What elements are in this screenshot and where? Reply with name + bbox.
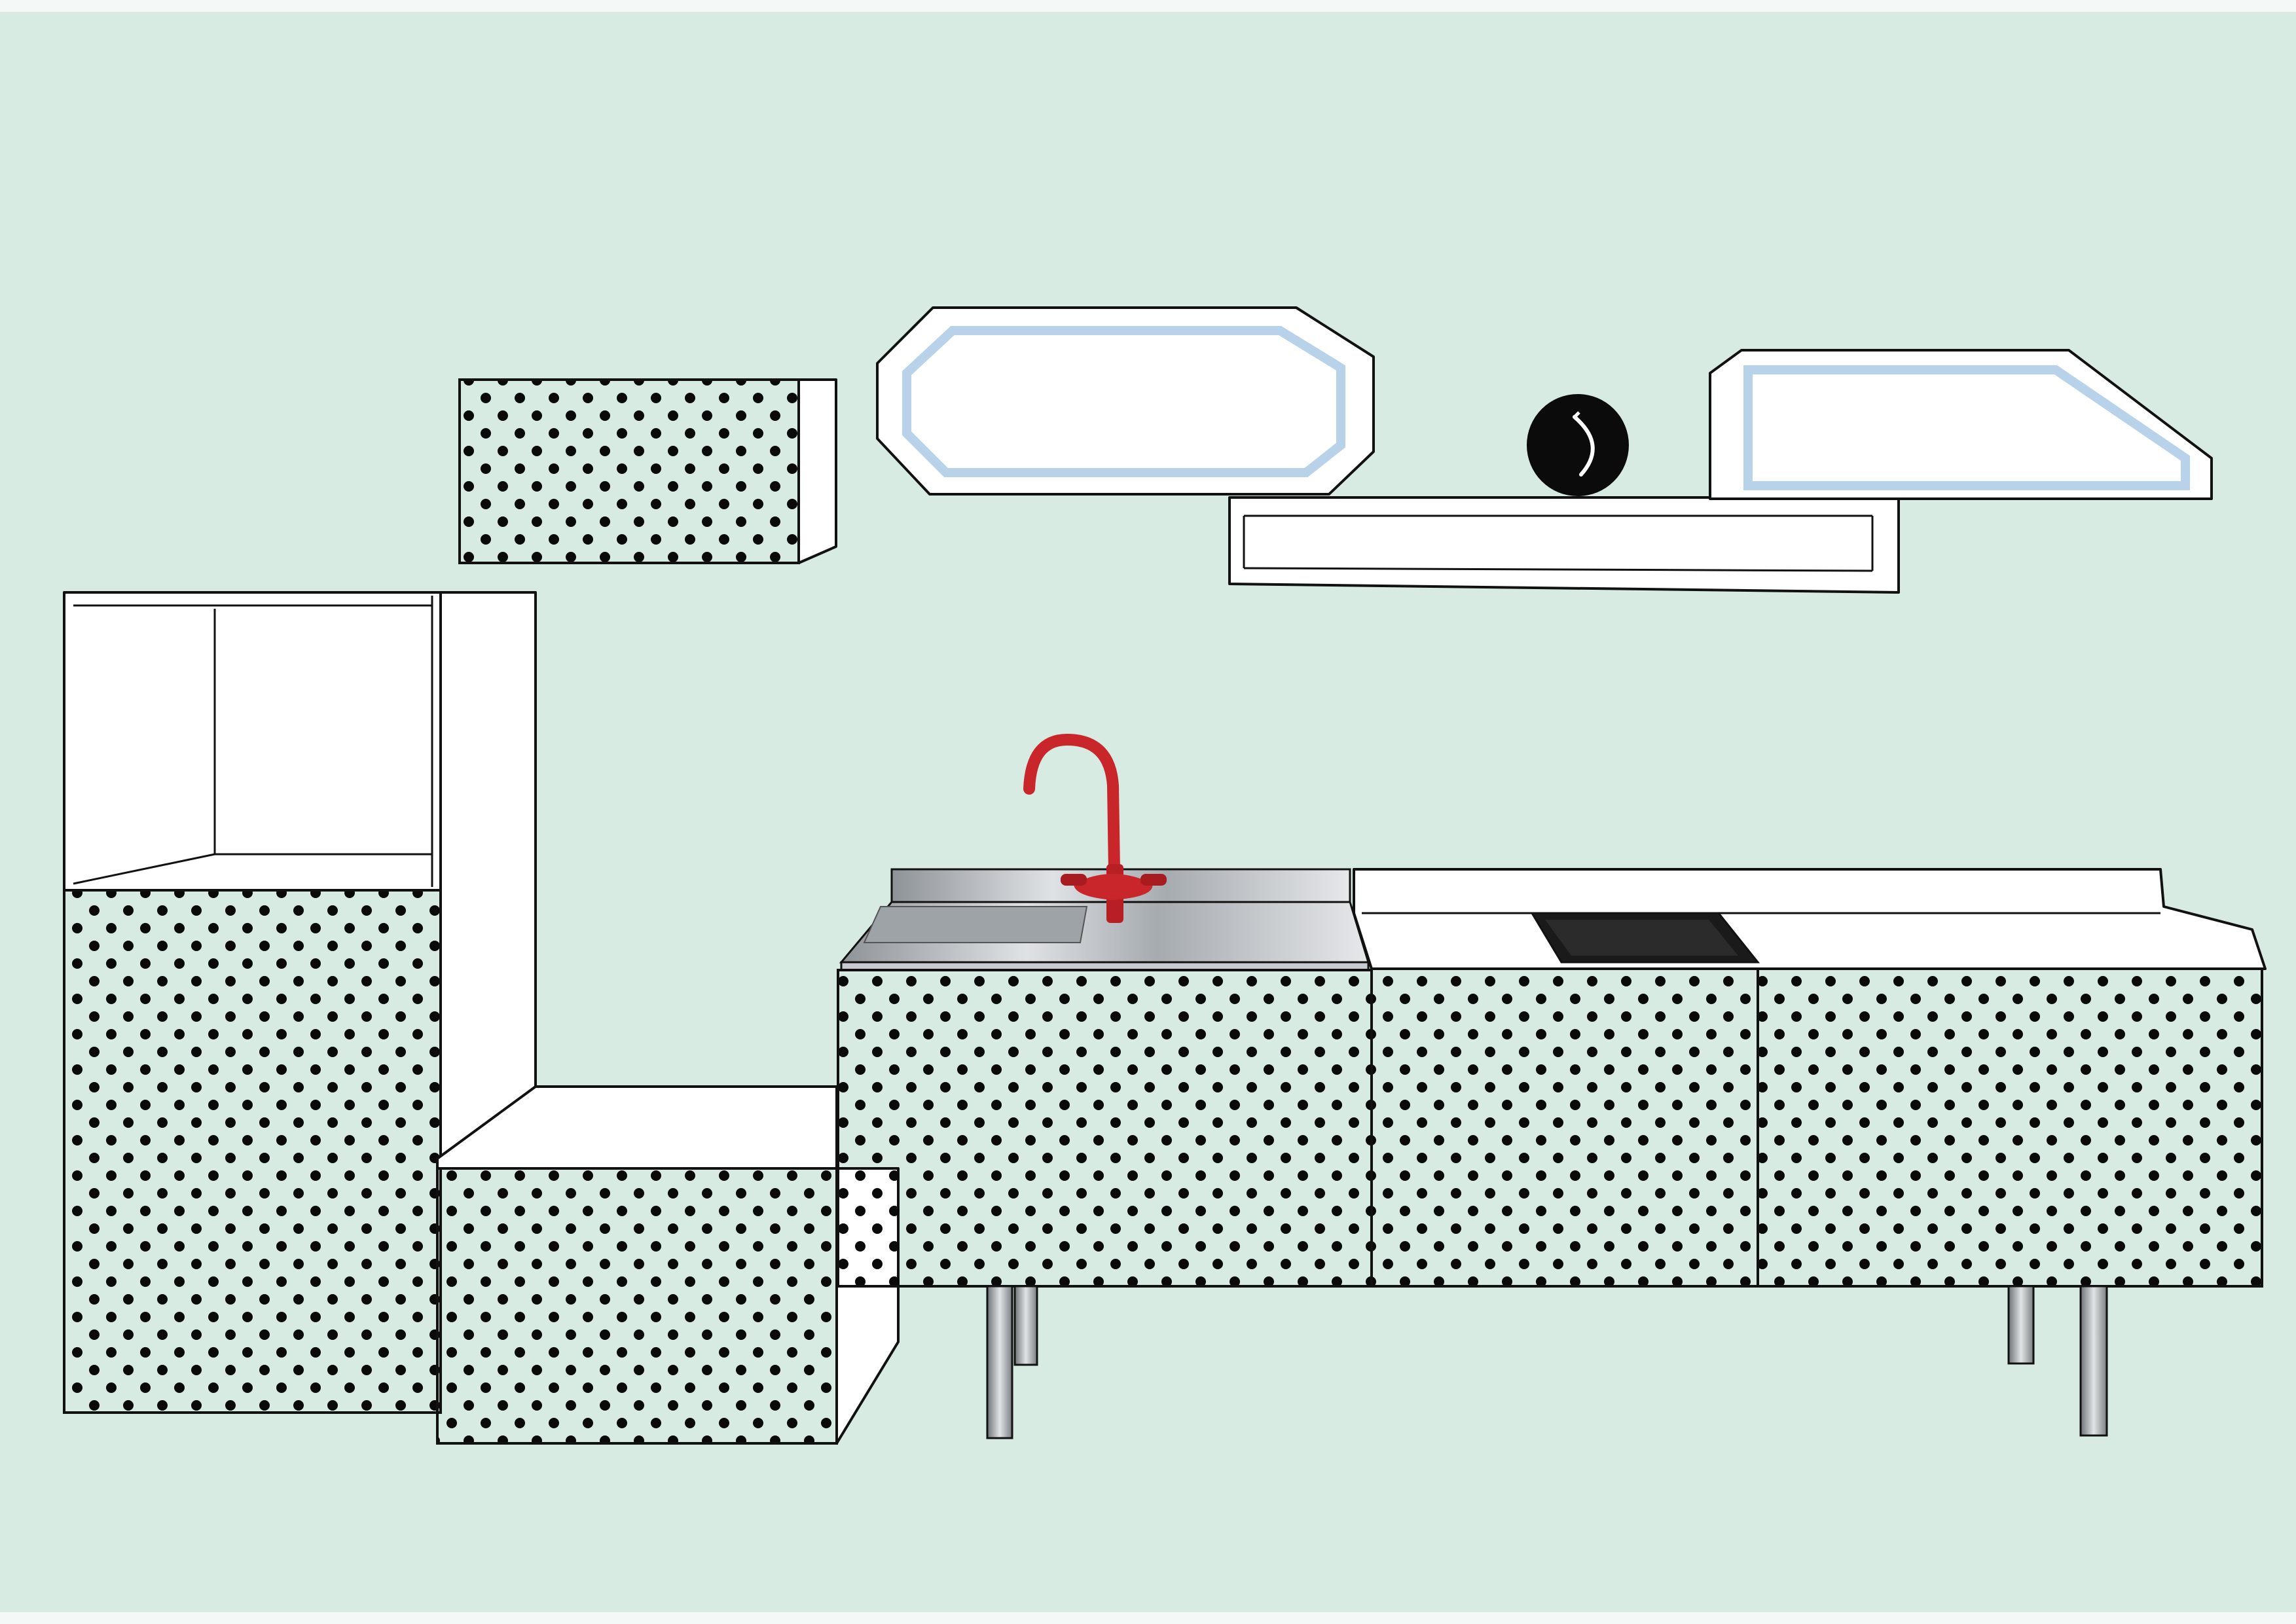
cooktop-counter [1353, 868, 2267, 970]
red-gooseneck-faucet-icon [1023, 733, 1167, 923]
leg-back-right [2007, 1285, 2035, 1365]
wall-shelf-octagon [876, 306, 1375, 496]
bench-front-dotted [436, 1167, 838, 1445]
sink-counter [839, 868, 1370, 971]
round-clock-icon [1527, 394, 1629, 496]
end-cabinet-dotted [1757, 967, 2263, 1288]
leg-front-left [986, 1285, 1013, 1439]
legs [986, 1285, 2108, 1439]
paper-edge-top [0, 0, 2296, 12]
wall-shelf-angled [1709, 349, 2213, 500]
leg-front-right [2079, 1285, 2108, 1437]
vertical-column [439, 591, 537, 1160]
cooktop-cabinet-dotted [1370, 967, 1759, 1288]
tall-unit-dotted-base [63, 889, 442, 1414]
wall-cabinet-dotted [458, 378, 837, 564]
clock [1527, 394, 1629, 496]
paper-edge-bottom [0, 1612, 2296, 1624]
tall-unit-open-shelf [63, 591, 442, 892]
wall-shelf-long [1228, 496, 1900, 594]
sink-cabinet-dotted [837, 969, 1373, 1288]
leg-back-left [1013, 1285, 1038, 1366]
